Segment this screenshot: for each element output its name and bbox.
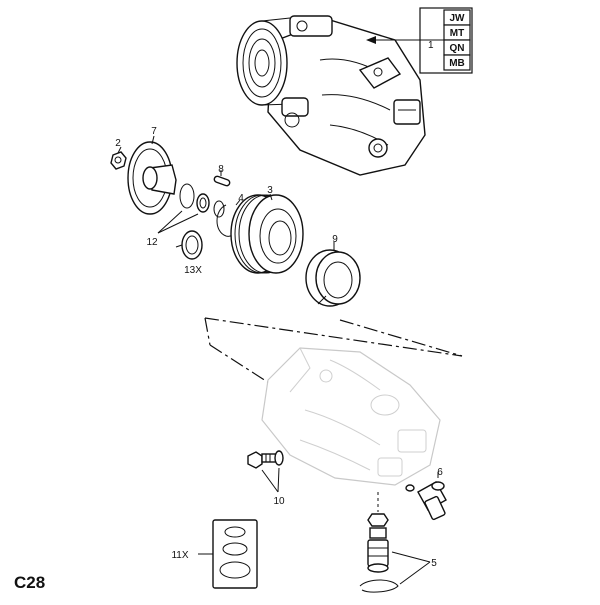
field-coil[interactable] [305, 249, 361, 307]
callout-3: 3 [267, 185, 273, 196]
variant-code-mb: MB [449, 58, 465, 69]
pulley[interactable] [230, 194, 304, 274]
callout-2: 2 [115, 138, 121, 149]
variant-code-jw: JW [450, 13, 466, 24]
variant-code-qn: QN [450, 43, 465, 54]
compressor-assembly[interactable] [236, 15, 426, 176]
variant-code-table: JW MT QN MB 1 [366, 7, 473, 74]
variant-code-mt: MT [450, 28, 464, 39]
callout-1: 1 [428, 40, 434, 51]
callout-13x: 13X [184, 265, 202, 276]
clutch-plate[interactable] [127, 141, 177, 215]
o-ring-kit[interactable] [212, 519, 258, 589]
pressure-switch[interactable] [405, 481, 447, 521]
callout-12: 12 [146, 237, 158, 248]
callout-11x: 11X [171, 550, 188, 561]
snap-ring[interactable] [179, 183, 195, 209]
callout-8: 8 [218, 164, 224, 175]
callout-4: 4 [238, 193, 244, 204]
callout-9: 9 [332, 234, 338, 245]
bearing[interactable] [175, 230, 203, 260]
key-pin[interactable] [213, 175, 231, 187]
callout-6: 6 [437, 467, 443, 478]
nut[interactable] [110, 151, 127, 170]
page-code: C28 [14, 573, 45, 592]
variant-code-cell [443, 54, 471, 71]
retaining-ring[interactable] [359, 579, 399, 593]
relief-valve[interactable] [367, 513, 389, 573]
callout-10: 10 [273, 496, 285, 507]
sealing-washer[interactable] [274, 450, 284, 466]
snap-ring[interactable] [213, 200, 225, 218]
snap-ring[interactable] [196, 193, 210, 213]
callout-7: 7 [151, 126, 157, 137]
compressor-body-outline [261, 347, 441, 486]
bolt[interactable] [247, 451, 277, 469]
callout-5: 5 [431, 558, 437, 569]
